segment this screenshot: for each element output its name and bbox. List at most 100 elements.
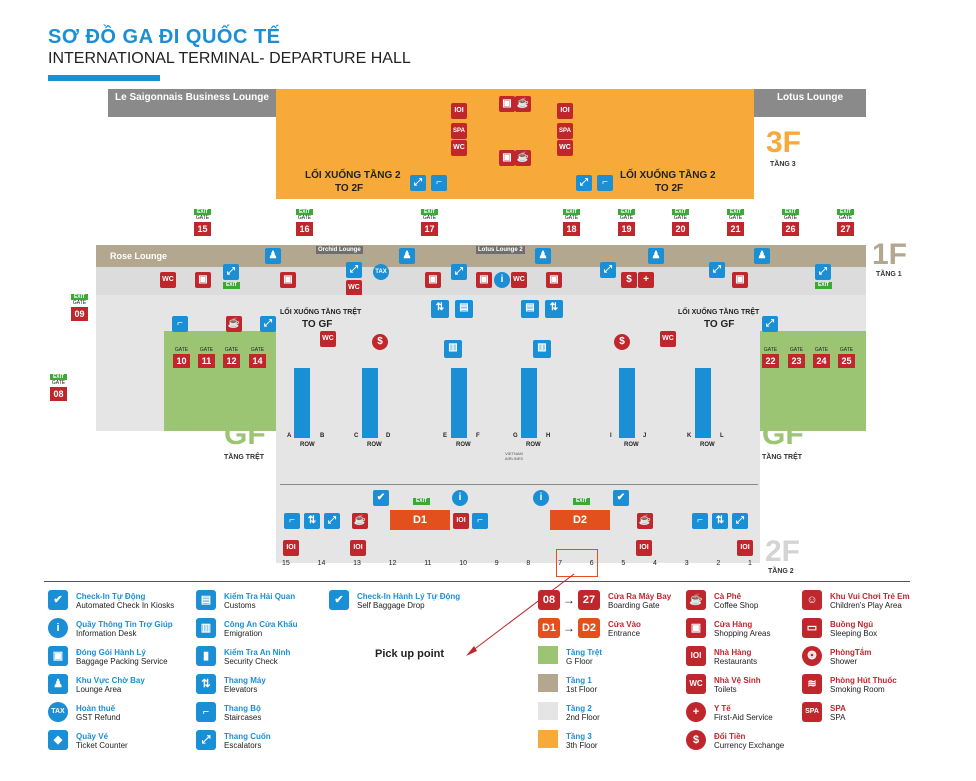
map-title: SƠ ĐỒ GA ĐI QUỐC TẾ xyxy=(48,26,281,48)
door-12: 12 xyxy=(388,560,397,567)
row-letter-b: B xyxy=(320,433,325,439)
door-6: 6 xyxy=(589,560,594,567)
escalator-icon: ⤢ xyxy=(815,264,831,280)
coffee-icon: ☕ xyxy=(686,590,706,610)
elevator-icon: ⇅ xyxy=(431,300,449,318)
3rd-floor-swatch xyxy=(538,730,558,748)
emigration-icon: ▥ xyxy=(533,340,551,358)
row-letter-j: J xyxy=(643,433,647,439)
lounge-icon: ♟ xyxy=(48,674,68,694)
title-underline xyxy=(48,75,160,81)
escalator-icon: ⤢ xyxy=(451,264,467,280)
lounge-icon: ♟ xyxy=(535,248,551,264)
currency-exchange-icon: $ xyxy=(621,272,637,288)
row-word: ROW xyxy=(456,442,471,448)
coffee-icon: ☕ xyxy=(515,96,531,112)
checkin-icon: ✔ xyxy=(329,590,349,610)
stairs-down-gf-left-en: TO GF xyxy=(302,319,333,330)
stairs-down-2f-right-vn: LỐI XUỐNG TẦNG 2 xyxy=(620,170,716,181)
row-word: ROW xyxy=(300,442,315,448)
door-7: 7 xyxy=(558,560,562,567)
entrance-d2[interactable]: D2 xyxy=(550,510,610,530)
shop-icon: ▣ xyxy=(499,150,515,166)
row-letter-e: E xyxy=(443,433,448,439)
rose-lounge: Rose Lounge xyxy=(110,251,168,261)
escalator-icon: ⤢ xyxy=(709,262,725,278)
row-letter-d: D xyxy=(386,433,391,439)
wc-icon: WC xyxy=(451,140,467,156)
restaurant-icon: IOI xyxy=(557,103,573,119)
shop-icon: ▣ xyxy=(425,272,441,288)
legend-divider xyxy=(44,581,910,582)
row-cd-island xyxy=(362,368,378,438)
currency-exchange-icon: $ xyxy=(614,334,630,350)
lounge-icon: ♟ xyxy=(648,248,664,264)
customs-icon: ▤ xyxy=(455,300,473,318)
row-kl-island xyxy=(695,368,711,438)
bed-icon: ▭ xyxy=(802,618,822,638)
escalator-icon: ⤢ xyxy=(346,262,362,278)
gf-right-zone xyxy=(760,331,866,431)
floor-3-sublabel: TẦNG 3 xyxy=(770,161,796,168)
wc-icon: WC xyxy=(160,272,176,288)
ticket-icon: ◆ xyxy=(48,730,68,750)
customs-icon: ▤ xyxy=(521,300,539,318)
escalator-icon: ⤢ xyxy=(762,316,778,332)
wc-icon: WC xyxy=(660,331,676,347)
row-letter-c: C xyxy=(354,433,359,439)
row-word: ROW xyxy=(624,442,639,448)
entrance-d1[interactable]: D1 xyxy=(390,510,450,530)
door-9: 9 xyxy=(494,560,499,567)
door-2: 2 xyxy=(716,560,721,567)
orchid-lounge: Orchid Lounge xyxy=(316,246,363,254)
emigration-icon: ▥ xyxy=(196,618,216,638)
row-ij-island xyxy=(619,368,635,438)
gf-right-sublabel: TẦNG TRỆT xyxy=(762,454,803,461)
row-letter-k: K xyxy=(687,433,692,439)
checkin-rows xyxy=(294,368,711,438)
stairs-icon: ⌐ xyxy=(172,316,188,332)
row-letter-g: G xyxy=(513,433,518,439)
floor-2-label: 2F xyxy=(765,535,801,568)
lounge-icon: ♟ xyxy=(265,248,281,264)
escalator-icon: ⤢ xyxy=(324,513,340,529)
map-subtitle: INTERNATIONAL TERMINAL- DEPARTURE HALL xyxy=(48,50,411,67)
floor-1-band xyxy=(96,245,866,267)
coffee-icon: ☕ xyxy=(637,513,653,529)
door-4: 4 xyxy=(653,560,657,567)
restaurant-icon: IOI xyxy=(686,646,706,666)
door-13: 13 xyxy=(353,560,361,567)
info-icon: i xyxy=(452,490,468,506)
divider-line xyxy=(280,484,758,485)
child-icon: ☺ xyxy=(802,590,822,610)
entrance-to-badge: D2 xyxy=(578,618,600,638)
row-letter-a: A xyxy=(287,433,292,439)
tax-refund-icon: TAX xyxy=(48,702,68,722)
floor-1-label: 1F xyxy=(872,238,908,271)
gate-from-badge: 08 xyxy=(538,590,560,610)
stairs-icon: ⌐ xyxy=(284,513,300,529)
pickup-highlight-box[interactable] xyxy=(556,549,598,577)
security-icon: ▮ xyxy=(196,646,216,666)
restaurant-icon: IOI xyxy=(636,540,652,556)
shop-icon: ▣ xyxy=(476,272,492,288)
